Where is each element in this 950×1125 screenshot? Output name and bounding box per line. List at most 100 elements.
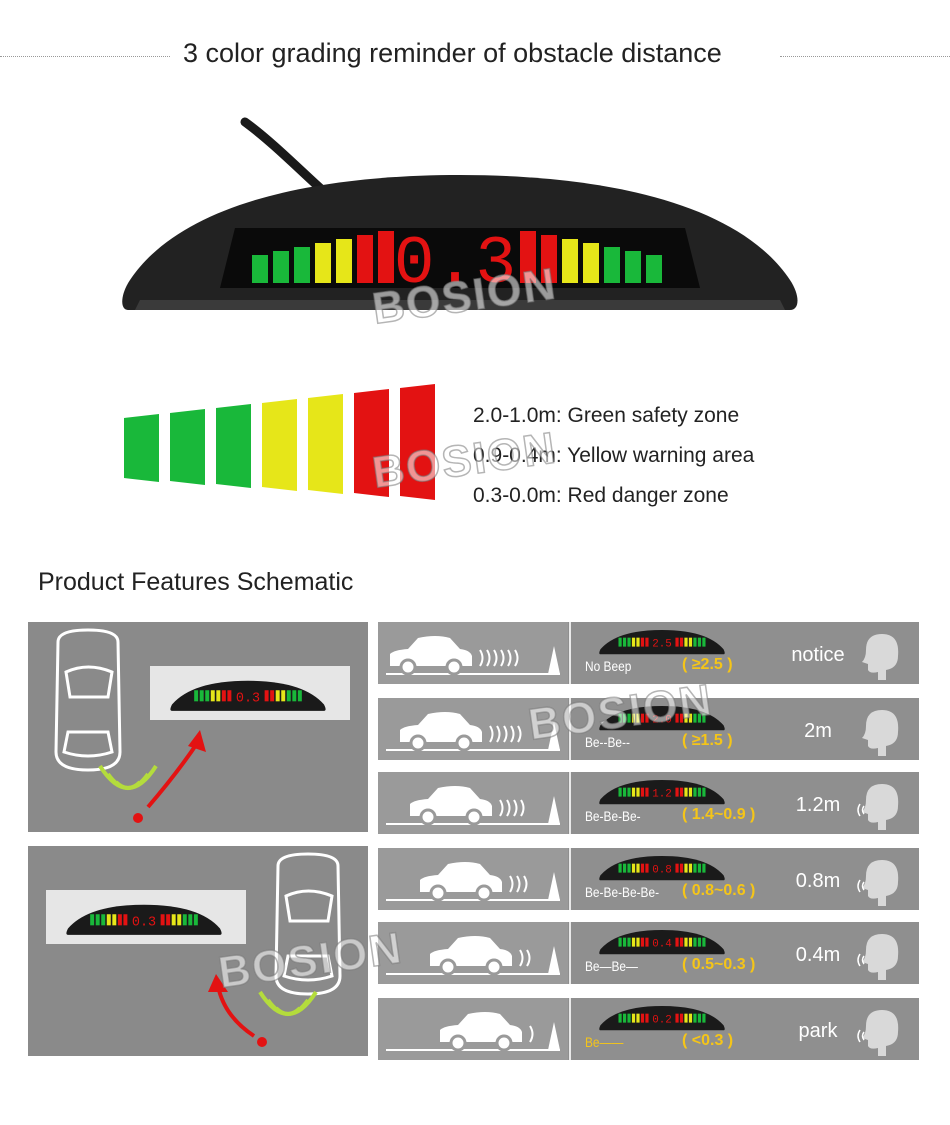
range-label: ( 1.4~0.9 )	[682, 806, 756, 823]
mini-bar	[101, 914, 106, 926]
mini-bar	[631, 787, 636, 797]
mini-reading: 2.0	[652, 715, 672, 727]
mini-bar	[297, 690, 302, 702]
head-silhouette-icon	[857, 860, 899, 906]
mini-bar	[90, 914, 95, 926]
mini-sensor-display: 1.2	[599, 779, 725, 805]
legend-bar	[170, 409, 205, 485]
head-silhouette-icon	[857, 1010, 899, 1056]
row-display: 0.2	[598, 1002, 726, 1038]
mini-bar	[627, 713, 631, 723]
mini-bar	[618, 1013, 622, 1023]
bar-segment	[604, 247, 620, 283]
bar-segment	[336, 239, 352, 283]
bar-segment	[625, 251, 641, 283]
bar-segment	[315, 243, 331, 283]
car-cell	[378, 998, 568, 1060]
mini-bar	[697, 937, 702, 947]
mini-sensor-display: 0.3	[66, 904, 222, 935]
mini-bar	[166, 914, 171, 926]
mini-bar	[684, 713, 688, 723]
mini-bar	[618, 937, 622, 947]
mini-sensor-display: 0.4	[599, 929, 725, 955]
mini-bar	[123, 914, 128, 926]
mini-bar	[688, 713, 693, 723]
mini-bar	[645, 1013, 649, 1023]
mini-bar	[205, 690, 210, 702]
mini-bar	[160, 914, 165, 926]
mini-bar	[645, 713, 649, 723]
mini-reading: 1.2	[652, 789, 672, 801]
car-side-icon	[386, 712, 560, 752]
row-display: 0.8	[598, 852, 726, 888]
bar-segment	[541, 235, 557, 283]
mini-sensor-display: 0.3	[170, 680, 326, 711]
mini-reading: 0.3	[236, 691, 260, 706]
dotted-rule-left	[0, 56, 170, 57]
mini-bar	[627, 637, 631, 647]
mini-bar	[679, 713, 684, 723]
parking-sensor-display: 0.3	[122, 117, 798, 310]
mini-bar	[693, 1013, 697, 1023]
mini-bar	[679, 637, 684, 647]
car-cell	[378, 622, 568, 684]
mini-bar	[106, 914, 111, 926]
mini-bar	[688, 863, 693, 873]
mini-bar	[177, 914, 182, 926]
section-title: Product Features Schematic	[38, 568, 354, 596]
mini-bar	[702, 937, 706, 947]
mini-bar	[697, 637, 702, 647]
mini-bar	[193, 914, 198, 926]
legend-bar	[354, 389, 389, 497]
range-label: ( ≥2.5 )	[682, 656, 733, 673]
row-display: 2.5	[598, 626, 726, 662]
mini-bar	[702, 713, 706, 723]
title-row: 3 color grading reminder of obstacle dis…	[0, 28, 950, 68]
mini-bar	[221, 690, 226, 702]
beep-pattern: Be-Be-Be-Be-	[585, 884, 660, 900]
bar-segment	[294, 247, 310, 283]
beep-pattern: Be—Be—	[585, 958, 638, 974]
mini-bar	[281, 690, 286, 702]
beep-pattern: No Beep	[585, 658, 632, 674]
top-bar-segments	[252, 231, 662, 283]
mini-bar	[679, 787, 684, 797]
row-divider	[569, 772, 571, 834]
mini-bar	[216, 690, 221, 702]
bar-segment	[520, 231, 536, 283]
car-cell	[378, 922, 568, 984]
mini-bar	[675, 1013, 679, 1023]
mini-bar	[640, 637, 645, 647]
row-display: 0.4	[598, 926, 726, 962]
head-silhouette-icon	[857, 934, 899, 980]
mini-bar	[693, 787, 697, 797]
mini-bar	[702, 787, 706, 797]
mini-bar	[622, 713, 627, 723]
mini-bar	[697, 1013, 702, 1023]
mini-bar	[631, 863, 636, 873]
head-silhouette-icon	[857, 784, 899, 830]
row-divider	[569, 698, 571, 760]
beep-pattern: Be-Be-Be-	[585, 808, 641, 824]
mini-bar	[636, 713, 640, 723]
distance-label: 1.2m	[795, 794, 841, 816]
sensor-wave-icon	[98, 764, 158, 790]
mini-bar	[697, 787, 702, 797]
mini-reading: 0.3	[132, 915, 156, 930]
mini-bar	[292, 690, 297, 702]
mini-bar	[194, 690, 199, 702]
legend-bar	[308, 394, 343, 494]
sensor-wave-icon-2	[258, 990, 318, 1016]
distance-label: park	[798, 1020, 838, 1042]
mini-bar	[117, 914, 122, 926]
car-cell	[378, 698, 568, 760]
bar-segment	[252, 255, 268, 283]
mini-bar	[627, 863, 631, 873]
dotted-rule-right	[780, 56, 950, 57]
mini-sensor-display: 2.0	[599, 705, 725, 731]
mini-bar	[679, 1013, 684, 1023]
bar-segment	[357, 235, 373, 283]
distance-label: 0.8m	[795, 870, 841, 892]
distance-label: notice	[791, 644, 845, 666]
